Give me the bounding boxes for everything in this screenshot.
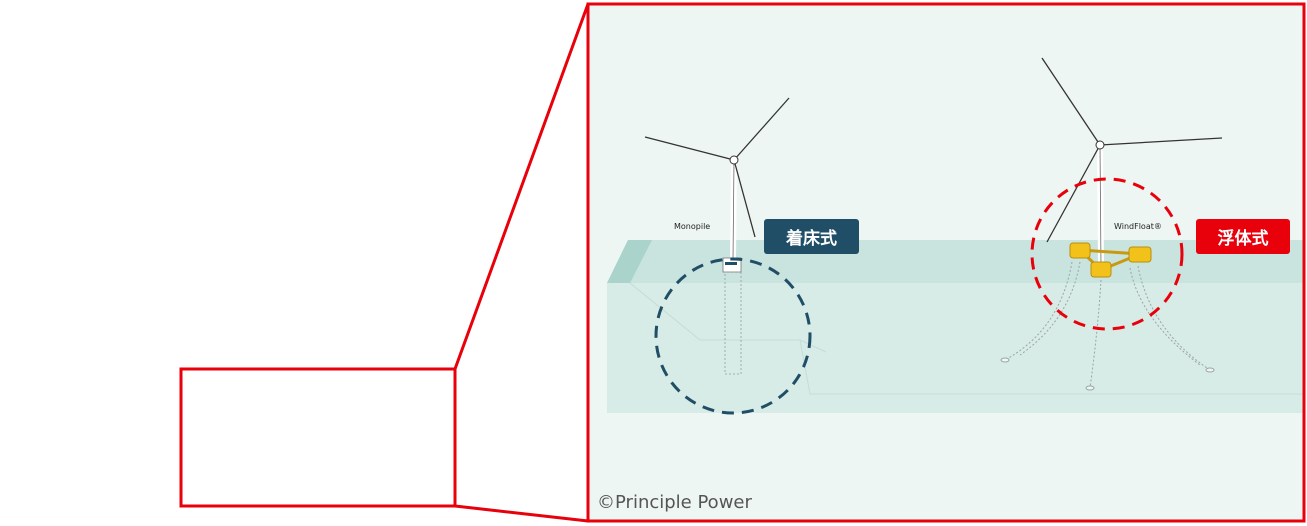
zoom-panel bbox=[588, 4, 1304, 521]
monopile-turbine bbox=[644, 97, 790, 375]
windfloat-dashed-circle bbox=[1030, 177, 1184, 331]
windfloat-platform bbox=[1069, 242, 1152, 278]
copyright-text: ©Principle Power bbox=[597, 492, 752, 513]
sea-block bbox=[607, 240, 1304, 413]
floating-type-label: 浮体式 bbox=[1196, 219, 1290, 254]
monopile-dashed-circle bbox=[654, 257, 812, 415]
monopile-caption: Monopile bbox=[674, 222, 711, 231]
highlight-box-large bbox=[586, 2, 1306, 523]
zoom-line-bottom bbox=[454, 504, 589, 523]
highlight-box-small bbox=[179, 367, 457, 508]
anchors bbox=[1000, 357, 1215, 391]
zoom-line-top bbox=[453, 3, 590, 370]
fixed-type-label: 着床式 bbox=[764, 219, 859, 254]
windfloat-caption: WindFloat® bbox=[1114, 222, 1162, 231]
